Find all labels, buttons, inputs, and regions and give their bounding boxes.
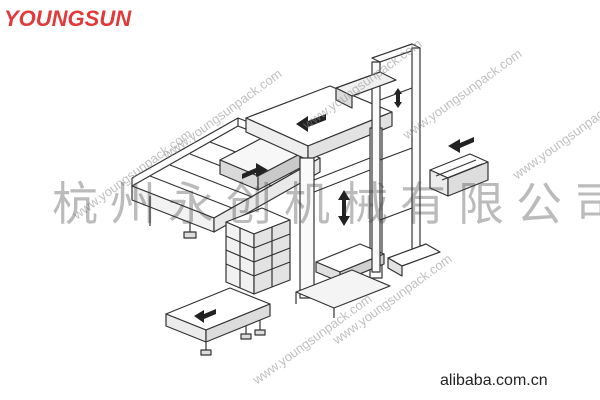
brand-logo: YOUNGSUN <box>4 6 132 31</box>
gantry-frame <box>245 85 393 318</box>
footer-site: alibaba.com.cn <box>440 372 548 389</box>
up-down-arrow-icon <box>338 190 350 226</box>
right-arrow-icon <box>242 163 268 179</box>
company-watermark: 杭州永创机械有限公司 <box>52 177 600 231</box>
left-arrow-icon <box>448 137 474 153</box>
up-down-arrow-icon <box>394 88 402 108</box>
side-tower <box>335 43 441 277</box>
pallet-conveyor-right <box>429 153 489 197</box>
left-arrow-icon <box>194 309 216 323</box>
outfeed-conveyor <box>165 287 271 356</box>
left-arrow-icon <box>296 114 326 132</box>
finished-stack <box>225 207 291 295</box>
